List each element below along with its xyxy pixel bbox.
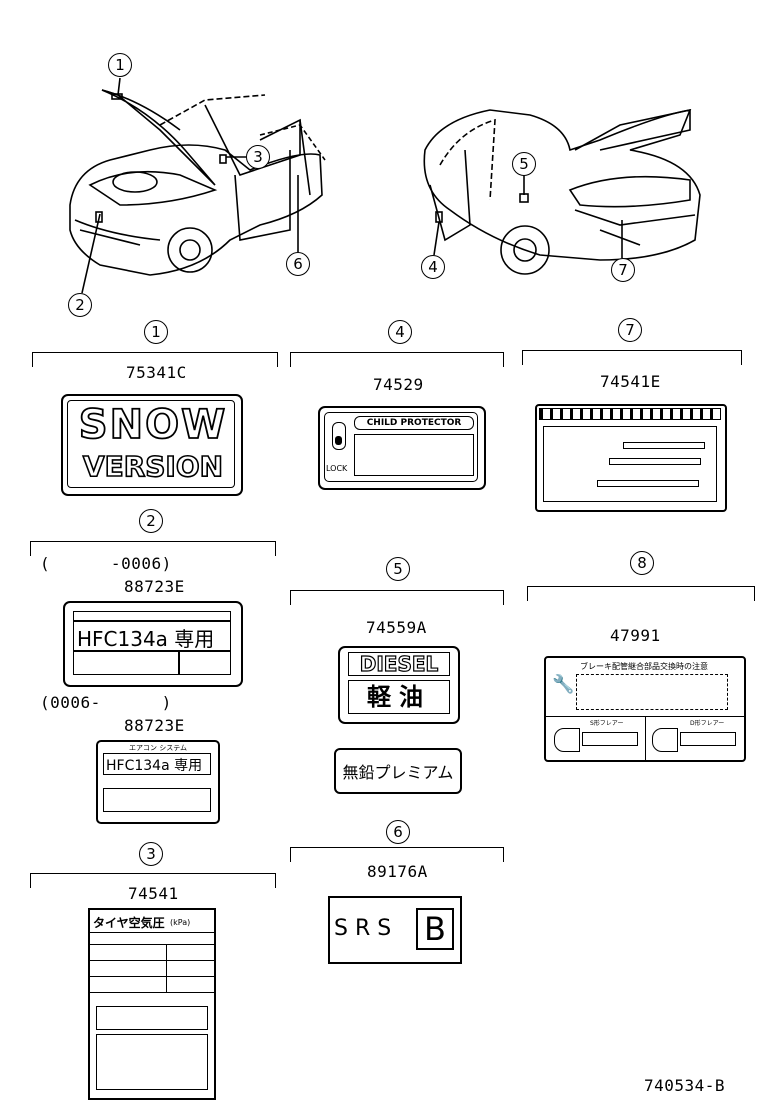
callout-6: 6 bbox=[386, 820, 410, 844]
part-number-47991: 47991 bbox=[610, 626, 661, 645]
child-protector-text: CHILD PROTECTOR bbox=[354, 416, 474, 430]
bracket-7 bbox=[522, 350, 742, 365]
part-number-74541: 74541 bbox=[128, 884, 179, 903]
front-car-drawing bbox=[69, 77, 326, 294]
hfc134a-label-small: エアコン システム HFC134a 専用 bbox=[96, 740, 220, 824]
premium-unleaded-label: 無鉛プレミアム bbox=[334, 748, 462, 794]
tire-pressure-label: タイヤ空気圧 (kPa) bbox=[88, 908, 216, 1100]
callout-5-top: 5 bbox=[512, 152, 536, 176]
part-number-74529: 74529 bbox=[373, 375, 424, 394]
srs-b-text: B bbox=[416, 908, 454, 950]
version-text: VERSION bbox=[82, 449, 224, 484]
callout-4: 4 bbox=[388, 320, 412, 344]
callout-1-top: 1 bbox=[108, 53, 132, 77]
aircon-system-text: エアコン システム bbox=[128, 744, 187, 752]
snow-text: SNOW bbox=[78, 401, 228, 449]
range-from-0006: (0006- ) bbox=[40, 693, 172, 712]
part-number-75341C: 75341C bbox=[126, 363, 187, 382]
srs-text: S R S bbox=[334, 916, 392, 941]
callout-7-top: 7 bbox=[611, 258, 635, 282]
tire-pressure-unit: (kPa) bbox=[170, 918, 191, 927]
bracket-4 bbox=[290, 352, 504, 367]
callout-2-top: 2 bbox=[68, 293, 92, 317]
flare-s-text: S形フレアー bbox=[590, 720, 624, 727]
callout-1: 1 bbox=[144, 320, 168, 344]
srs-label: S R S B bbox=[328, 896, 462, 964]
flare-d-icon bbox=[652, 728, 678, 752]
bracket-2 bbox=[30, 541, 276, 556]
brake-caution-text: ブレーキ配管継合部品交換時の注意 bbox=[580, 662, 708, 671]
callout-8: 8 bbox=[630, 551, 654, 575]
tire-pressure-text: タイヤ空気圧 bbox=[93, 916, 165, 930]
part-number-74541E: 74541E bbox=[600, 372, 661, 391]
part-number-88723E-b: 88723E bbox=[124, 716, 185, 735]
diesel-label: DIESEL 軽油 bbox=[338, 646, 460, 724]
premium-unleaded-text: 無鉛プレミアム bbox=[342, 763, 454, 782]
flare-s-icon bbox=[554, 728, 580, 752]
callout-2: 2 bbox=[139, 509, 163, 533]
range-upto-0006: ( -0006) bbox=[40, 554, 172, 573]
figure-id: 740534-B bbox=[644, 1076, 726, 1095]
hfc134a-text-small: HFC134a 専用 bbox=[106, 758, 203, 774]
bracket-1 bbox=[32, 352, 278, 367]
bracket-8 bbox=[527, 586, 755, 601]
snow-version-label: SNOW VERSION bbox=[61, 394, 243, 496]
callout-3-top: 3 bbox=[246, 145, 270, 169]
part-number-88723E-a: 88723E bbox=[124, 577, 185, 596]
lock-switch-icon bbox=[332, 422, 346, 450]
bracket-3 bbox=[30, 873, 276, 888]
child-protector-label: CHILD PROTECTOR LOCK bbox=[318, 406, 486, 490]
part-number-89176A: 89176A bbox=[367, 862, 428, 881]
bracket-5 bbox=[290, 590, 504, 605]
callout-5: 5 bbox=[386, 557, 410, 581]
callout-3: 3 bbox=[139, 842, 163, 866]
keiyu-text: 軽油 bbox=[348, 680, 450, 714]
wrench-icon: 🔧 bbox=[552, 674, 575, 695]
callout-7: 7 bbox=[618, 318, 642, 342]
bracket-6 bbox=[290, 847, 504, 862]
hfc134a-label-large: HFC134a 専用 bbox=[63, 601, 243, 687]
car-illustrations bbox=[69, 77, 701, 294]
diesel-text: DIESEL bbox=[348, 652, 450, 676]
information-label bbox=[535, 404, 727, 512]
callout-6-top: 6 bbox=[286, 252, 310, 276]
flare-d-text: D形フレアー bbox=[690, 720, 725, 727]
brake-caution-label: ブレーキ配管継合部品交換時の注意 🔧 S形フレアー D形フレアー bbox=[544, 656, 746, 762]
callout-4-top: 4 bbox=[421, 255, 445, 279]
part-number-74559A: 74559A bbox=[366, 618, 427, 637]
rear-car-drawing bbox=[423, 108, 701, 275]
hfc134a-text-large: HFC134a 専用 bbox=[77, 627, 215, 651]
lock-text: LOCK bbox=[326, 464, 348, 473]
